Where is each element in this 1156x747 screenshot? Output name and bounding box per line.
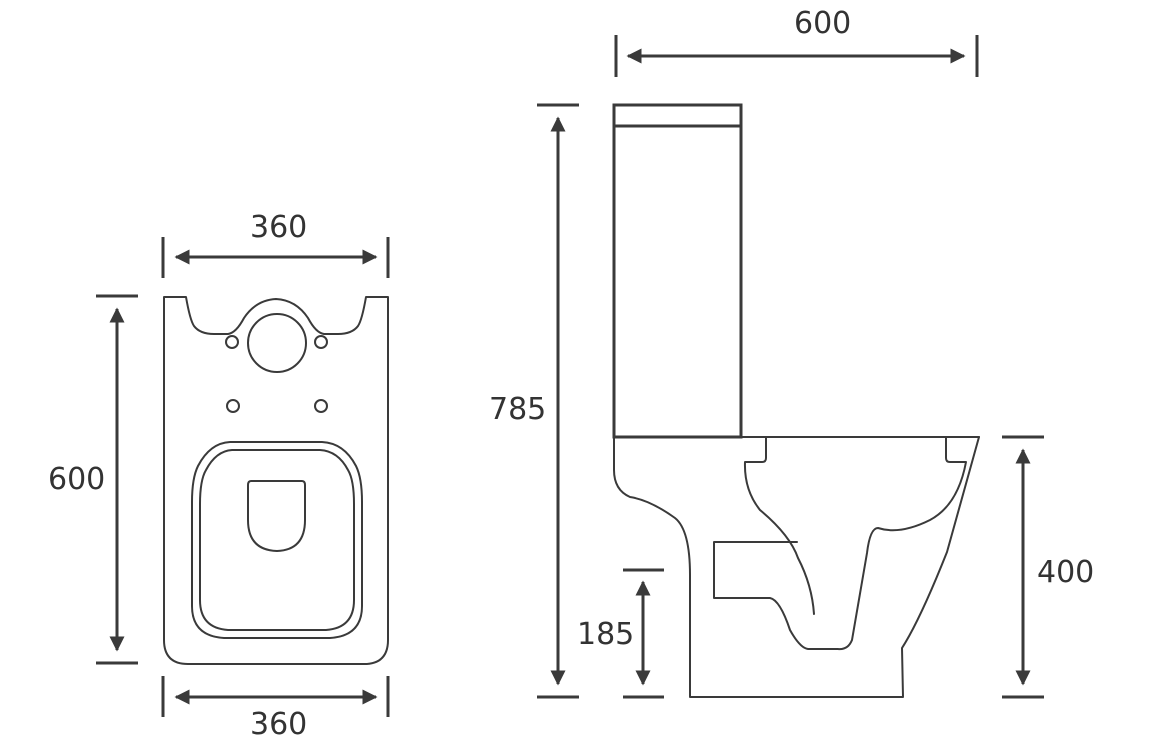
dimension-width-top [161, 237, 390, 278]
fixing-hole [314, 335, 328, 349]
cistern [612, 103, 743, 439]
fixing-hole [225, 335, 239, 349]
label-width-top: 360 [250, 210, 308, 245]
seat-hinge-hole [314, 399, 328, 413]
plan-view [96, 237, 390, 717]
label-total-height: 785 [489, 392, 547, 427]
seat-hinge-hole [226, 399, 240, 413]
dimension-width-bottom [161, 676, 390, 717]
dimension-projection [614, 35, 979, 77]
bowl-opening [247, 480, 306, 552]
label-projection: 600 [794, 6, 852, 41]
dimension-depth [96, 294, 138, 665]
label-pan-height: 400 [1037, 555, 1095, 590]
label-depth: 600 [48, 462, 106, 497]
seat-inner [199, 449, 355, 631]
outlet-hole [247, 313, 307, 373]
label-outlet-height: 185 [577, 617, 635, 652]
dimension-total-height [537, 103, 579, 699]
side-view [537, 35, 1044, 699]
pan-profile [613, 436, 980, 698]
seat-outer [191, 441, 363, 639]
dimension-pan-height [1002, 435, 1044, 699]
label-width-bottom: 360 [250, 707, 308, 742]
dimension-outlet-height [623, 568, 664, 699]
pan-outline [163, 296, 389, 665]
bowl-interior [743, 436, 815, 615]
